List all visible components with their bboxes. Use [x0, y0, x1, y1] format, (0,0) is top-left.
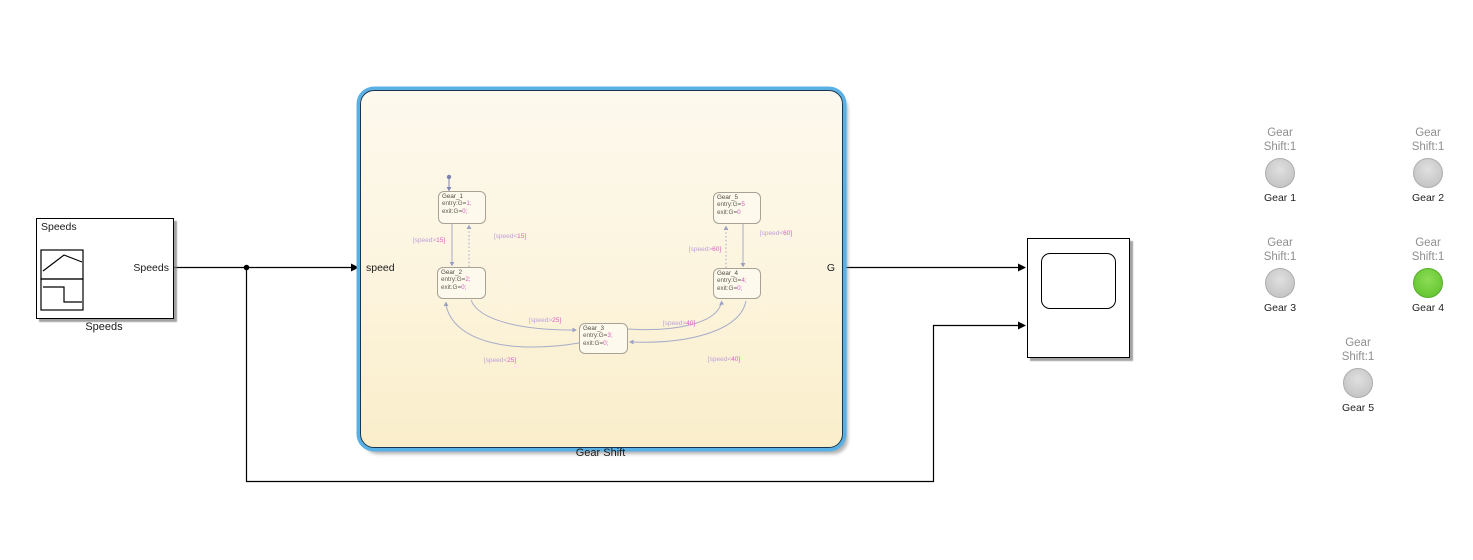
state-exit-action: exit:G=0; — [583, 339, 609, 347]
chart-block-name: Gear Shift — [575, 447, 626, 459]
transition-arrowhead — [629, 339, 634, 345]
speeds-plots-icon — [40, 249, 84, 311]
transition-label-speed-lt-60[interactable]: [speed<60] — [759, 230, 793, 237]
state-entry-action: entry:G=4; — [717, 277, 747, 285]
transition-gear2-to-gear3[interactable] — [470, 299, 574, 331]
speeds-subsystem-block[interactable]: Speeds Speeds — [36, 218, 174, 319]
lamp-caption: Gear 2 — [1411, 191, 1445, 204]
transition-arrowhead — [466, 224, 472, 229]
chart-input-port-speed: speed — [366, 262, 395, 274]
lamp-indicator-icon[interactable] — [1413, 157, 1443, 188]
state-title: Gear_5 — [717, 194, 739, 201]
state-title: Gear_2 — [441, 269, 463, 276]
wire-branch-dot — [243, 264, 250, 271]
arrowhead-chart-input — [351, 263, 359, 272]
state-entry-action: entry:G=3; — [583, 332, 613, 340]
lamp-indicator-icon[interactable] — [1265, 157, 1295, 188]
arrowhead-scope-input1 — [1018, 263, 1026, 272]
transition-label-speed-gt-40[interactable]: [speed>40] — [662, 320, 696, 327]
state-exit-action: exit:G=0; — [441, 283, 467, 291]
state-exit-action: exit:G=0 — [717, 208, 741, 216]
state-title: Gear_1 — [442, 193, 464, 200]
transition-gear3-to-gear2[interactable] — [445, 304, 580, 348]
transition-arrowhead — [719, 300, 724, 306]
transition-arrowhead — [723, 225, 729, 230]
transition-arrowhead — [572, 327, 577, 333]
state-exit-action: exit:G=0; — [717, 284, 743, 292]
state-entry-action: entry:G=2; — [441, 276, 471, 284]
state-gear-5[interactable]: Gear_5 entry:G=5 exit:G=0 — [713, 192, 761, 224]
transition-arrowhead — [449, 262, 455, 267]
state-title: Gear_4 — [717, 270, 739, 277]
lamp-caption: Gear 4 — [1411, 301, 1445, 314]
transition-label-speed-gt-25[interactable]: [speed>25] — [528, 317, 562, 324]
transition-label-speed-lt-15[interactable]: [speed<15] — [493, 233, 527, 240]
stateflow-transitions-layer — [443, 174, 747, 348]
speeds-block-title: Speeds — [41, 221, 77, 233]
transition-label-speed-gt-60[interactable]: [speed>60] — [688, 246, 722, 253]
state-gear-1[interactable]: Gear_1 entry:G=1; exit:G=0; — [438, 191, 486, 224]
gear-shift-chart-block[interactable]: Gear_1 entry:G=1; exit:G=0; Gear_2 entry… — [360, 90, 843, 448]
transition-arrowhead — [740, 263, 746, 268]
state-gear-3[interactable]: Gear_3 entry:G=3; exit:G=0; — [579, 323, 628, 354]
lamp-indicator-icon[interactable] — [1343, 367, 1373, 398]
state-entry-action: entry:G=5 — [717, 201, 745, 209]
state-gear-2[interactable]: Gear_2 entry:G=2; exit:G=0; — [437, 267, 486, 299]
scope-block[interactable] — [1027, 238, 1130, 358]
transition-label-speed-lt-25[interactable]: [speed<25] — [483, 357, 517, 364]
lamp-caption: Gear 1 — [1263, 191, 1297, 204]
lamp-indicator-icon[interactable] — [1265, 267, 1295, 298]
transition-arrowhead — [443, 301, 449, 306]
chart-output-port-g: G — [826, 262, 835, 274]
state-gear-4[interactable]: Gear_4 entry:G=4; exit:G=0; — [713, 268, 761, 299]
transition-label-speed-lt-40[interactable]: [speed<40] — [707, 356, 741, 363]
lamp-caption: Gear 5 — [1341, 401, 1375, 414]
default-transition-dot — [446, 174, 452, 180]
arrowhead-scope-input2 — [1018, 321, 1026, 330]
state-entry-action: entry:G=1; — [442, 200, 472, 208]
speeds-block-name: Speeds — [85, 321, 123, 333]
speeds-output-port-label: Speeds — [133, 262, 169, 274]
lamp-indicator-icon[interactable] — [1413, 267, 1443, 298]
scope-screen-icon — [1041, 253, 1116, 309]
state-title: Gear_3 — [583, 325, 605, 332]
state-exit-action: exit:G=0; — [442, 207, 468, 215]
transition-label-speed-gt-15[interactable]: [speed>15] — [412, 237, 446, 244]
lamp-caption: Gear 3 — [1263, 301, 1297, 314]
